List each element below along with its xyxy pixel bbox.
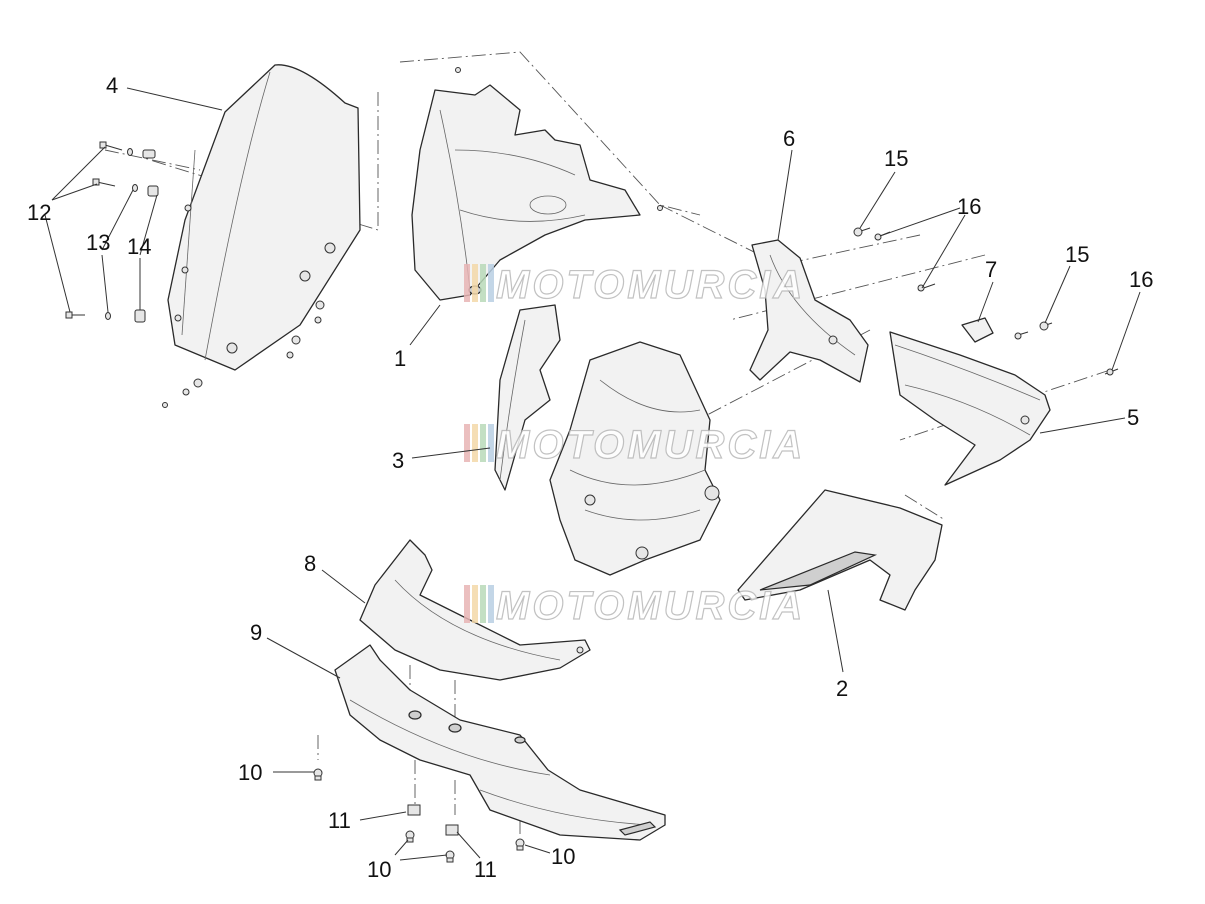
callout-11-b: 11 — [474, 857, 497, 882]
callout-13: 13 — [86, 230, 110, 255]
callout-4: 4 — [106, 73, 118, 98]
windscreen-part — [167, 64, 361, 371]
watermark-logo: MOTOMURCIA — [464, 422, 805, 468]
callout-12: 12 — [27, 200, 51, 225]
callout-3: 3 — [392, 448, 404, 473]
callout-5: 5 — [1127, 405, 1139, 430]
leader-lines — [44, 87, 1141, 861]
watermark-text: MOTOMURCIA — [496, 263, 805, 307]
watermark-stripe — [472, 585, 478, 623]
lower-belly-panel-part — [334, 644, 666, 841]
inner-panel-part — [749, 227, 936, 383]
callout-16-b: 16 — [1129, 267, 1153, 292]
watermark-stripe — [472, 424, 478, 462]
callout-labels: 1 2 3 4 5 6 7 8 9 10 10 10 11 11 12 13 1… — [27, 73, 1153, 882]
callout-14: 14 — [127, 234, 151, 259]
callout-6: 6 — [783, 126, 795, 151]
callout-11-a: 11 — [328, 808, 351, 833]
watermark-stripes — [464, 264, 494, 302]
lower-spoiler-part — [737, 489, 943, 611]
watermark-logo: MOTOMURCIA — [464, 583, 805, 629]
watermark-stripe — [472, 264, 478, 302]
watermark-logo: MOTOMURCIA — [464, 262, 805, 308]
watermark-text: MOTOMURCIA — [496, 423, 805, 467]
frame-support-part — [549, 341, 721, 576]
callout-16-a: 16 — [957, 194, 981, 219]
callout-2: 2 — [836, 676, 848, 701]
upper-belly-panel-part — [359, 539, 591, 681]
side-cover-part — [889, 331, 1051, 486]
fastener-hardware — [65, 141, 325, 408]
watermark-stripe — [480, 264, 486, 302]
bracket-plate-part — [961, 317, 1119, 376]
callout-10-b: 10 — [367, 857, 391, 882]
watermark-stripe — [464, 424, 470, 462]
callout-10-a: 10 — [238, 760, 262, 785]
callout-15-a: 15 — [884, 146, 908, 171]
callout-8: 8 — [304, 551, 316, 576]
belly-hardware — [313, 768, 525, 863]
watermark-stripes — [464, 424, 494, 462]
watermark-stripe — [464, 585, 470, 623]
callout-9: 9 — [250, 620, 262, 645]
watermark-stripe — [480, 424, 486, 462]
watermark-stripe — [488, 585, 494, 623]
watermark-text: MOTOMURCIA — [496, 584, 805, 628]
watermark-stripes — [464, 585, 494, 623]
callout-7: 7 — [985, 257, 997, 282]
watermark-stripe — [488, 264, 494, 302]
watermark-stripe — [480, 585, 486, 623]
watermark-stripe — [464, 264, 470, 302]
side-trim-part — [494, 304, 561, 491]
watermark-stripe — [488, 424, 494, 462]
callout-15-b: 15 — [1065, 242, 1089, 267]
callout-10-c: 10 — [551, 844, 575, 869]
callout-1: 1 — [394, 346, 406, 371]
